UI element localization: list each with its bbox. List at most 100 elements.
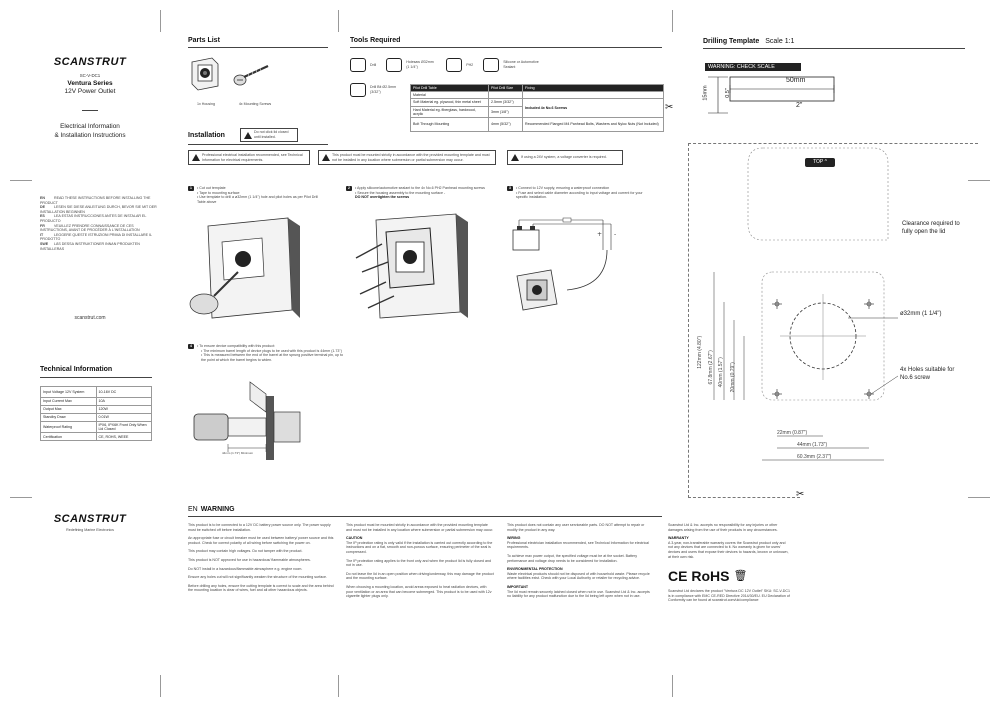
parts-list-title: Parts List xyxy=(188,37,220,44)
step-1-illustration xyxy=(189,217,300,319)
step-number: 1 xyxy=(188,186,194,191)
dimension-label-v: 122mm (4.80") xyxy=(697,335,704,369)
crop-mark xyxy=(968,180,990,181)
parts-item-screws: 4x Mounting Screws xyxy=(238,102,272,106)
table-row: Soft Material eg. plywood, thin metal sh… xyxy=(410,98,664,119)
crop-mark xyxy=(160,675,161,697)
divider xyxy=(188,47,328,48)
tool-label: Drill xyxy=(370,62,377,67)
dimension-label-v: 67.8mm (2.67") xyxy=(707,350,714,385)
website: scanstrut.com xyxy=(74,315,106,321)
clearance-note: Clearance required to fully open the lid xyxy=(902,221,960,235)
lid-note: Do not click lid closed until installed. xyxy=(240,128,298,142)
step-3-wiring-diagram: + - xyxy=(512,217,616,311)
parts-item-housing: 1x Housing xyxy=(197,102,215,106)
step-4-plug-illustration xyxy=(193,381,301,460)
brand-logo: SCANSTRUT xyxy=(53,56,127,68)
warning-icon xyxy=(322,154,330,161)
ce-rohs-mark: CE RoHS xyxy=(668,567,730,584)
table-header: Pilot Drill Table Pilot Drill Size Fixin… xyxy=(410,83,664,93)
housing-illustration xyxy=(191,57,219,91)
tools-row: Drill Holesaw Ø32mm (1 1/4") PH2 Silicon… xyxy=(350,58,543,72)
svg-text:-: - xyxy=(614,231,616,238)
crop-mark xyxy=(338,675,339,697)
divider xyxy=(188,144,328,145)
pilot-drill-table: Pilot Drill Table Pilot Drill Size Fixin… xyxy=(410,83,664,133)
warning-icon xyxy=(192,154,200,161)
warning-box-mounting: This product must be mounted strictly in… xyxy=(318,150,496,165)
tool-label: Drill Bit Ø2.5mm (3/32") xyxy=(370,85,397,94)
tools-row: Drill Bit Ø2.5mm (3/32") xyxy=(350,83,402,97)
tool-label: Silicone or Automotive Sealant xyxy=(503,60,539,69)
holesaw-icon xyxy=(386,58,403,72)
step-number: 3 xyxy=(507,186,513,191)
step-number: 4 xyxy=(188,344,194,349)
step-2-text: 2 • Apply silicone/automotive sealant to… xyxy=(346,186,486,200)
divider xyxy=(82,110,98,111)
step-2-illustration xyxy=(355,213,468,319)
brand-tagline: Redefining Marine Electronics xyxy=(66,528,114,532)
brand-logo-bottom: SCANSTRUT xyxy=(53,513,127,525)
step-1-text: 1 • Cut out template • Tape to mounting … xyxy=(188,186,323,204)
template-scale: Scale 1:1 xyxy=(765,38,795,45)
weee-bin-icon: 🗑 xyxy=(733,569,748,582)
scale-mm-label: 50mm xyxy=(786,77,806,84)
divider xyxy=(40,377,152,378)
drill-icon xyxy=(350,58,366,72)
step-number: 2 xyxy=(346,186,352,191)
drilling-template-drawing xyxy=(713,147,899,461)
warning-box-24v: If using a 24V system, a voltage convert… xyxy=(507,150,623,165)
table-row: Material xyxy=(410,91,664,100)
crop-mark xyxy=(672,675,673,697)
template-cut-line xyxy=(688,143,978,144)
screwdriver-icon xyxy=(446,58,463,72)
warning-box-electrical: Professional electrical installation rec… xyxy=(188,150,310,165)
doc-title-line1: Electrical Information xyxy=(60,123,120,130)
scissors-icon: ✂ xyxy=(796,489,805,500)
warning-icon xyxy=(511,154,519,161)
step-4-text: 4 • To ensure device compatibility with … xyxy=(188,344,348,362)
product-series: Ventura Series xyxy=(67,80,113,87)
dimension-label-h: 44mm (1.73") xyxy=(797,442,828,448)
divider xyxy=(188,516,662,517)
warning-column-4: Scanstrut Ltd & Inc. accepts no responsi… xyxy=(668,523,791,603)
dimension-label-h: 60.3mm (2.37") xyxy=(797,454,832,460)
divider xyxy=(350,47,662,48)
scale-check-warning: WARNING: CHECK SCALE xyxy=(705,63,801,71)
scissors-icon: ✂ xyxy=(665,102,674,113)
svg-text:+: + xyxy=(597,231,602,238)
scale-check-ruler xyxy=(708,76,835,114)
template-cut-line xyxy=(688,143,689,498)
drilling-template-title: Drilling Template Scale 1:1 xyxy=(703,38,795,45)
scale-v-in-label: 0.5" xyxy=(724,88,731,98)
table-row: Hard Material eg. fiberglass, hardwood, … xyxy=(410,105,664,119)
warning-column-1: This product is to be connected to a 12V… xyxy=(188,523,334,593)
warning-icon xyxy=(244,131,252,139)
top-indicator: TOP ^ xyxy=(805,158,835,167)
tech-info-title: Technical Information xyxy=(40,366,113,373)
plug-min-length-label: 44mm (1.73") Minimum xyxy=(222,451,254,455)
crop-mark xyxy=(968,497,990,498)
product-code: SC-V-DC1 xyxy=(79,73,101,78)
warning-column-3: This product does not contain any user s… xyxy=(507,523,650,599)
tools-title: Tools Required xyxy=(350,37,401,44)
dimension-label-v: 40mm (1.57") xyxy=(717,357,724,388)
crop-mark xyxy=(338,10,339,32)
template-cut-line xyxy=(688,497,800,498)
screw-holes-label: 4x Holes suitable for No.6 screw xyxy=(900,367,955,381)
dimension-label-v: 20mm (0.79") xyxy=(729,362,736,393)
crop-mark xyxy=(10,180,32,181)
